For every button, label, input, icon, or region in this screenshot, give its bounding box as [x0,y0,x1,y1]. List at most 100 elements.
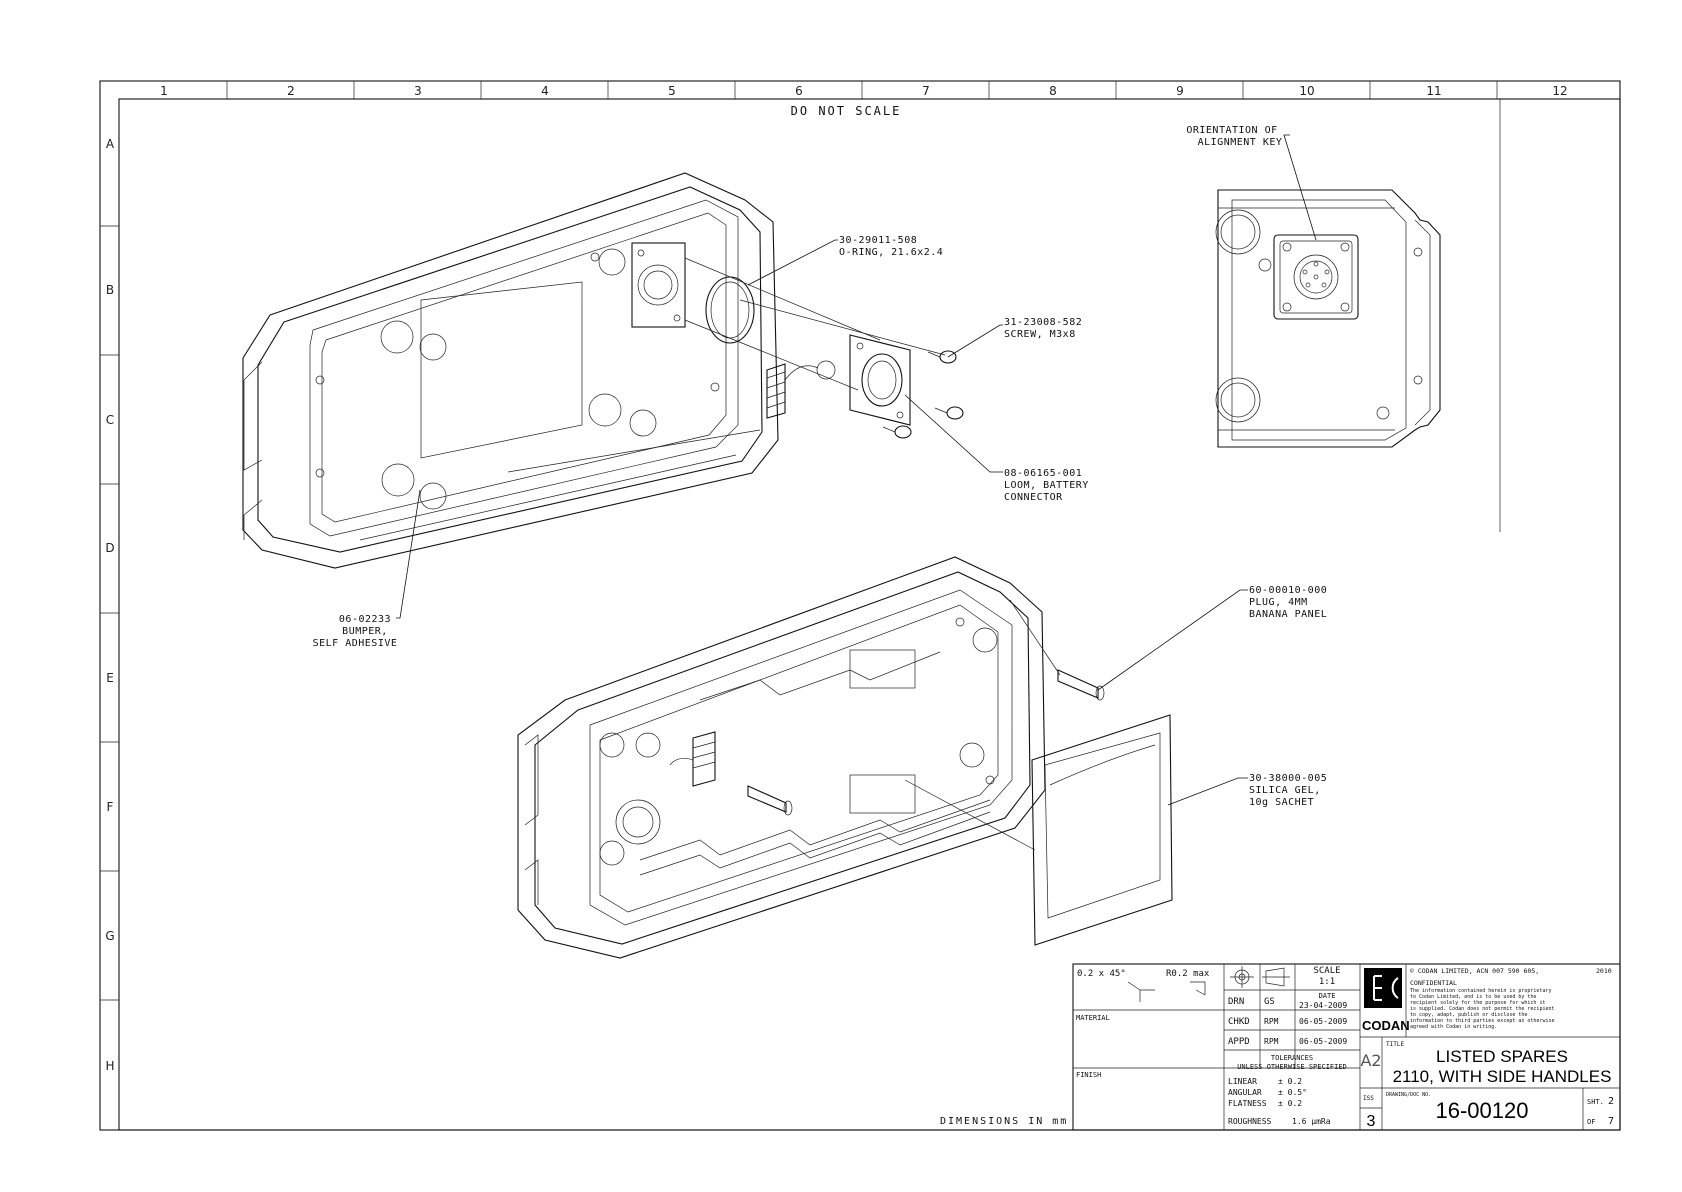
callout-oring-partno: 30-29011-508 [839,235,917,246]
silica-sachet [1031,714,1173,946]
col-label-10: 10 [1299,84,1314,98]
row-grid: A B C D E F G H [100,137,119,1073]
date-label: DATE [1319,992,1336,1000]
tol-roughness: 1.6 μmRa [1292,1117,1331,1126]
o-ring [705,276,755,344]
copyright-year: 2010 [1596,967,1612,975]
callout-screw-partno: 31-23008-582 [1004,317,1082,328]
sheet-label: SHT. [1587,1098,1604,1106]
explode-lines [684,257,946,391]
appd-by: RPM [1264,1037,1279,1046]
confidential-heading: CONFIDENTIAL [1410,979,1457,987]
callout-oring-desc: O-RING, 21.6x2.4 [839,247,943,258]
drawing-title-line2: 2110, WITH SIDE HANDLES [1393,1067,1612,1086]
row-label-g: G [105,929,114,943]
tolerances-title: TOLERANCES [1271,1054,1313,1062]
confidential-line-7: agreed with Codan in writing. [1410,1024,1497,1030]
copyright-text: © CODAN LIMITED, ACN 007 590 605, [1410,967,1539,975]
appd-label: APPD [1228,1037,1250,1047]
sheet-number: 2 [1608,1096,1614,1107]
callout-loom-desc1: LOOM, BATTERY [1004,480,1089,491]
confidential-line-6: information to third parties except as o… [1410,1018,1555,1024]
callout-bumper-desc2: SELF ADHESIVE [313,638,398,649]
orientation-detail-view [1215,189,1441,448]
title-label: TITLE [1386,1041,1404,1048]
leader-lines [396,134,1317,806]
tol-roughness-label: ROUGHNESS [1228,1117,1272,1126]
callout-orientation-line2: ALIGNMENT KEY [1198,137,1283,148]
tol-flatness: ± 0.2 [1278,1099,1302,1108]
callout-bumper-desc1: BUMPER, [342,626,388,637]
row-label-a: A [106,137,115,151]
banana-plugs [747,669,1105,816]
tol-linear-label: LINEAR [1228,1077,1257,1086]
inner-frame [118,98,1621,1131]
callout-silica-partno: 30-38000-005 [1249,773,1327,784]
callout-screw-desc: SCREW, M3x8 [1004,329,1076,340]
plug-explode-line [1009,599,1061,676]
callout-bumper-partno: 06-02233 [339,614,391,625]
callout-silica-desc2: 10g SACHET [1249,797,1314,808]
sheet-total: 7 [1608,1116,1614,1127]
sheet-size: A2 [1360,1051,1381,1070]
callout-loom-partno: 08-06165-001 [1004,468,1082,479]
col-label-7: 7 [922,84,930,98]
row-label-c: C [106,413,114,427]
col-label-11: 11 [1426,84,1441,98]
tol-flatness-label: FLATNESS [1228,1099,1267,1108]
row-label-h: H [105,1059,114,1073]
tol-angular: ± 0.5° [1278,1088,1307,1097]
col-label-3: 3 [414,84,422,98]
radius-symbol [1190,981,1206,996]
scale-value: 1:1 [1319,977,1335,987]
callout-plug-partno: 60-00010-000 [1249,585,1327,596]
row-label-d: D [105,541,114,555]
row-label-f: F [107,800,114,814]
issue-number: 3 [1367,1113,1376,1130]
drn-label: DRN [1228,997,1244,1007]
doc-no-label: DRAWING/DOC NO. [1386,1092,1431,1098]
row-label-b: B [106,283,114,297]
callout-loom-desc2: CONNECTOR [1004,492,1063,503]
chkd-label: CHKD [1228,1017,1250,1027]
confidential-line-5: to copy, adapt, publish or disclose the [1410,1012,1527,1018]
appd-date: 06-05-2009 [1299,1037,1347,1046]
document-number: 16-00120 [1436,1098,1529,1123]
screws [882,350,964,439]
column-grid: 1 2 3 4 5 6 7 8 9 10 11 12 [160,81,1568,99]
col-label-4: 4 [541,84,549,98]
col-label-1: 1 [160,84,168,98]
do-not-scale-note: DO NOT SCALE [791,104,902,118]
col-label-6: 6 [795,84,803,98]
confidential-line-3: recipient solely for the purpose for whi… [1410,1000,1545,1006]
projection-symbol-icon [1230,966,1290,988]
silica-explode-line [904,779,1036,851]
drawing-title-line1: LISTED SPARES [1436,1047,1568,1066]
chkd-date: 06-05-2009 [1299,1017,1347,1026]
callout-plug-desc2: BANANA PANEL [1249,609,1327,620]
bottom-housing [517,556,1046,959]
title-block [1072,963,1621,1131]
of-label: OF [1587,1118,1595,1126]
chkd-by: RPM [1264,1017,1279,1026]
col-label-5: 5 [668,84,676,98]
loom-plug [766,360,836,419]
drn-date: 23-04-2009 [1299,1001,1347,1010]
radius-note: R0.2 max [1166,969,1210,979]
codan-logo [1364,968,1402,1008]
material-label: MATERIAL [1076,1014,1110,1022]
drn-by: GS [1264,997,1275,1007]
panel-connector [849,334,911,426]
top-housing [242,172,779,569]
finish-label: FINISH [1076,1071,1101,1079]
scale-label: SCALE [1313,966,1340,976]
callout-orientation-line1: ORIENTATION OF [1186,125,1277,136]
row-label-e: E [106,671,114,685]
tol-angular-label: ANGULAR [1228,1088,1262,1097]
callout-plug-desc1: PLUG, 4MM [1249,597,1308,608]
col-label-9: 9 [1176,84,1184,98]
tol-linear: ± 0.2 [1278,1077,1302,1086]
confidential-line-2: to Codan Limited, and is to be used by t… [1410,994,1536,1000]
dimensions-note: DIMENSIONS IN mm [940,1116,1068,1127]
